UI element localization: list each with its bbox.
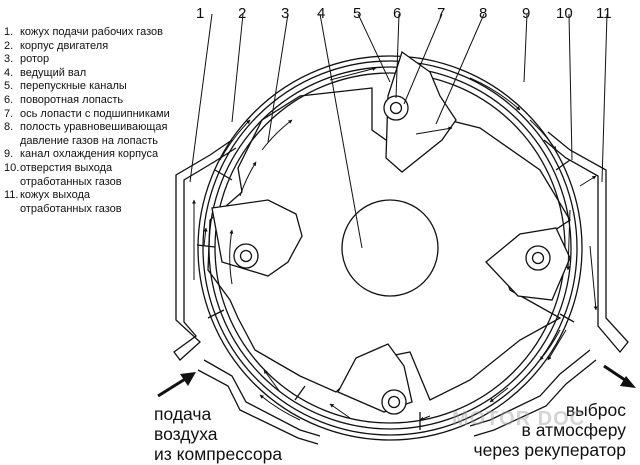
vane-bottom: [337, 343, 413, 415]
legend-item-text: ось лопасти с подшипниками: [20, 107, 170, 120]
legend-item-text: ротор: [20, 53, 50, 66]
legend-item-number: 10.: [4, 161, 20, 174]
legend-item: 6. поворотная лопасть: [4, 94, 170, 108]
vane-right: [485, 227, 571, 301]
legend-item-text: отверстия выхода: [20, 161, 113, 174]
legend-item: 8. полость уравновешивающая: [4, 121, 170, 135]
legend-item: 11.кожух выхода: [4, 189, 170, 203]
gas-flow-arrows: [192, 66, 598, 421]
legend-item-number: 7.: [4, 107, 14, 120]
legend-item-number: 8.: [4, 121, 14, 134]
legend-item: 10.отверстия выхода: [4, 162, 170, 176]
vane-left: [211, 199, 303, 277]
legend-item-text: кожух выхода: [20, 189, 91, 202]
legend-item-number: 2.: [4, 39, 14, 52]
vane-top: [383, 50, 457, 173]
legend-item-text: ведущий вал: [20, 66, 87, 79]
exhaust-label: выброс в атмосферу через рекуператор: [473, 400, 626, 460]
legend-item-text: полость уравновешивающая: [20, 121, 168, 134]
legend-item: 2. корпус двигателя: [4, 40, 170, 54]
callout-leaders: [189, 13, 608, 249]
legend: 1. кожух подачи рабочих газов 2. корпус дви…: [4, 26, 170, 216]
drive-shaft: [341, 199, 439, 297]
legend-item-text: перепускные каналы: [20, 80, 127, 93]
legend-item: 3. ротор: [4, 53, 170, 67]
legend-item: отработанных газов: [4, 203, 170, 217]
legend-item-text: поворотная лопасть: [20, 93, 124, 106]
callout-2: 2: [238, 5, 246, 22]
callout-10: 10: [556, 5, 573, 22]
intake-shroud: [173, 139, 321, 445]
legend-item-number: 1.: [4, 26, 14, 38]
callout-5: 5: [353, 5, 361, 22]
exhaust-shroud: [469, 131, 629, 437]
legend-item-number: 6.: [4, 93, 14, 106]
watermark: MOTOR DOC: [452, 408, 586, 430]
legend-item: 5. перепускные каналы: [4, 80, 170, 94]
legend-item-text: отработанных газов: [20, 175, 122, 188]
callout-6: 6: [393, 5, 401, 22]
callout-1: 1: [196, 5, 204, 22]
legend-item-number: 11.: [4, 189, 19, 202]
callout-9: 9: [522, 5, 530, 22]
intake-label: подача воздуха из компрессора: [154, 404, 283, 464]
legend-item: 1. кожух подачи рабочих газов: [4, 26, 170, 40]
legend-item-number: 9.: [4, 148, 14, 161]
legend-item-number: 5.: [4, 80, 14, 93]
legend-item-text: корпус двигателя: [20, 39, 109, 52]
legend-item: 7. ось лопасти с подшипниками: [4, 108, 170, 122]
legend-item: 9. канал охлаждения корпуса: [4, 148, 170, 162]
legend-item: давление газов на лопасть: [4, 135, 170, 149]
bypass-channels: [196, 159, 575, 430]
legend-item-text: отработанных газов: [20, 202, 122, 215]
callout-3: 3: [281, 5, 289, 22]
callout-4: 4: [317, 5, 325, 22]
legend-item-text: кожух подачи рабочих газов: [20, 26, 164, 38]
legend-item: отработанных газов: [4, 176, 170, 190]
exhaust-arrow: [603, 364, 636, 388]
callout-8: 8: [479, 5, 487, 22]
callout-11: 11: [596, 5, 612, 22]
intake-arrow: [157, 372, 196, 398]
legend-item-number: 4.: [4, 66, 14, 79]
legend-item-text: давление газов на лопасть: [20, 134, 159, 147]
callout-7: 7: [437, 5, 445, 22]
legend-item: 4. ведущий вал: [4, 67, 170, 81]
legend-item-text: канал охлаждения корпуса: [20, 148, 159, 161]
legend-item-number: 3.: [4, 53, 14, 66]
cooling-channel: [219, 77, 561, 421]
